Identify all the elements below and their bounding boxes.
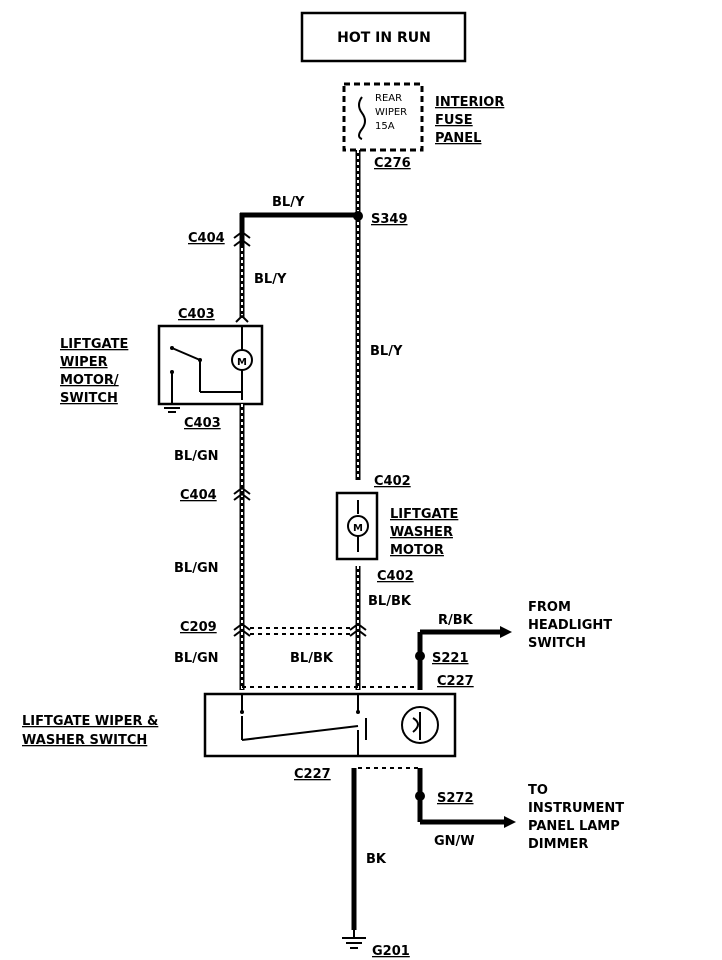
washer-motor-label-line1: LIFTGATE: [390, 507, 458, 522]
fuse-label-line2: WIPER: [375, 107, 407, 118]
connector-c403-top: C403: [178, 307, 215, 322]
liftgate-washer-motor: M: [335, 491, 379, 561]
washer-motor-label-line3: MOTOR: [390, 543, 444, 558]
instrument-label-line4: DIMMER: [528, 837, 588, 852]
wire-label-bl-y-right: BL/Y: [370, 344, 403, 359]
instrument-label-line1: TO: [528, 783, 548, 798]
ground-g201-icon: [342, 930, 366, 949]
connector-c404-mid-symbol: [233, 486, 251, 501]
washer-motor-label-line2: WASHER: [390, 525, 453, 540]
wire-label-bl-bk-2: BL/BK: [290, 651, 334, 666]
splice-s221: [415, 651, 425, 661]
connector-c404-mid: C404: [180, 488, 217, 503]
wire-label-bl-y-left: BL/Y: [254, 272, 287, 287]
hot-in-run-label: HOT IN RUN: [337, 30, 431, 46]
wire-label-bl-gn-1: BL/GN: [174, 449, 219, 464]
connector-c404-top-symbol: [233, 230, 251, 247]
wire-label-bl-gn-3: BL/GN: [174, 651, 219, 666]
wiper-switch-label-line1: LIFTGATE WIPER &: [22, 714, 158, 729]
wiper-switch-label-line2: WASHER SWITCH: [22, 733, 147, 748]
fuse-panel-label-line3: PANEL: [435, 131, 481, 146]
splice-s272: [415, 791, 425, 801]
headlight-label-line2: HEADLIGHT: [528, 618, 612, 633]
arrow-right-icon: [500, 626, 512, 638]
connector-c227-bottom: C227: [294, 767, 331, 782]
headlight-label-line3: SWITCH: [528, 636, 586, 651]
wire-label-bl-y-top: BL/Y: [272, 195, 305, 210]
rear-wiper-fuse: REAR WIPER 15A: [342, 82, 424, 152]
washer-motor-symbol: M: [353, 523, 363, 534]
wiper-switch-icon: [171, 347, 201, 361]
ground-g201-label: G201: [372, 944, 410, 959]
connector-c402-top: C402: [374, 474, 411, 489]
headlight-label-line1: FROM: [528, 600, 571, 615]
liftgate-wiper-washer-switch: [203, 692, 457, 758]
wiper-motor-label-line3: MOTOR/: [60, 373, 119, 388]
wire-label-gn-w: GN/W: [434, 834, 475, 849]
liftgate-wiper-motor-switch: M: [157, 324, 264, 413]
wiper-motor-label-line2: WIPER: [60, 355, 108, 370]
connector-c227-top: C227: [437, 674, 474, 689]
wire-label-r-bk: R/BK: [438, 613, 474, 628]
wiper-motor-label-line1: LIFTGATE: [60, 337, 128, 352]
connector-c209: C209: [180, 620, 217, 635]
splice-s349-label: S349: [371, 212, 408, 227]
wire-label-bl-gn-2: BL/GN: [174, 561, 219, 576]
connector-c403-bottom: C403: [184, 416, 221, 431]
fuse-label-line1: REAR: [375, 93, 402, 104]
wire-label-bl-bk-1: BL/BK: [368, 594, 412, 609]
wiper-motor-symbol: M: [237, 357, 247, 368]
splice-s272-label: S272: [437, 791, 474, 806]
splice-s221-label: S221: [432, 651, 469, 666]
fuse-label-line3: 15A: [375, 121, 395, 132]
wire-label-bk: BK: [366, 852, 387, 867]
hot-in-run-box: HOT IN RUN: [300, 11, 467, 63]
fuse-panel-label-line1: INTERIOR: [435, 95, 504, 110]
instrument-label-line2: INSTRUMENT: [528, 801, 624, 816]
dimmer-icon: [401, 706, 439, 744]
connector-c276: C276: [374, 156, 411, 171]
wiper-motor-label-line4: SWITCH: [60, 391, 118, 406]
connector-c402-bottom: C402: [377, 569, 414, 584]
fuse-icon: [358, 96, 366, 140]
instrument-label-line3: PANEL LAMP: [528, 819, 620, 834]
splice-s349: [353, 211, 363, 221]
fuse-panel-label-line2: FUSE: [435, 113, 473, 128]
arrow-right-icon: [504, 816, 516, 828]
connector-c404-top: C404: [188, 231, 225, 246]
